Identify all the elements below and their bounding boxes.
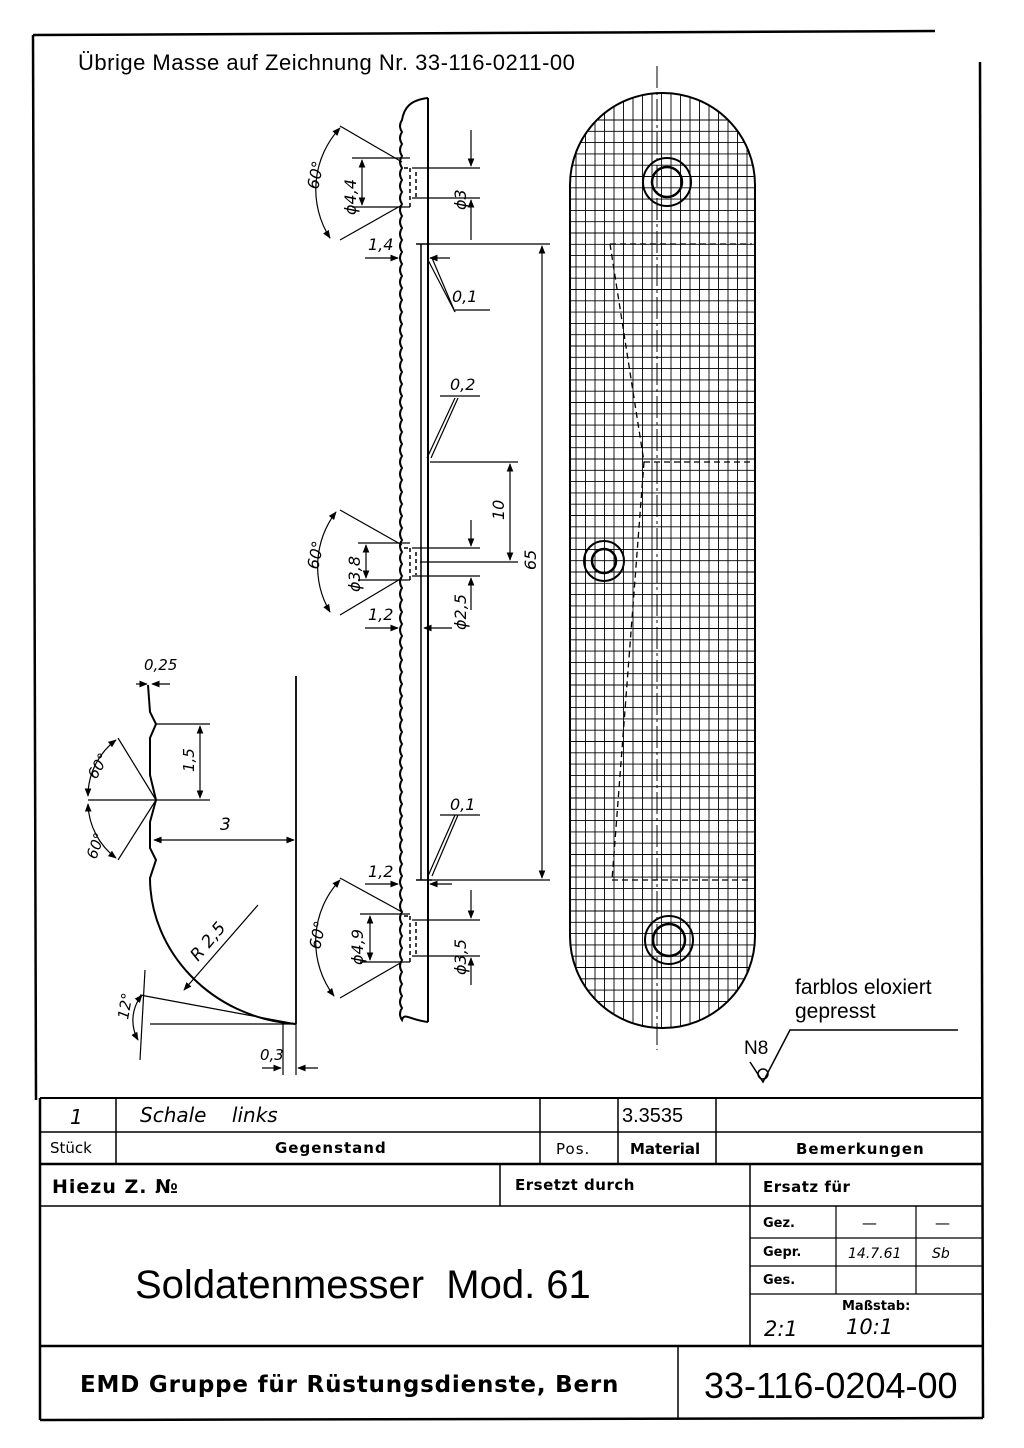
company-name: EMD Gruppe für Rüstungsdienste, Bern [80, 1372, 619, 1398]
dim-bot-hole-outer: ϕ4,9 [348, 929, 367, 965]
side-profile-view: 60° ϕ4,4 ϕ3 1,4 0,1 0,2 10 65 [303, 97, 550, 1023]
surface-finish-note: farblos eloxiert gepresst N8 [744, 976, 958, 1084]
gepr-date: 14.7.61 [848, 1246, 901, 1262]
head-qty: Stück [50, 1139, 92, 1157]
parts-list: 1 Schale links 3.3535 Stück Gegenstand P… [38, 1097, 983, 1420]
ersetzt-label: Ersetzt durch [515, 1176, 635, 1194]
dim-top-hole-inner: ϕ3 [451, 189, 470, 210]
head-material: Material [630, 1140, 700, 1158]
dim-mid-hole-outer: ϕ3,8 [345, 556, 364, 592]
gez-value-2: — [935, 1214, 950, 1232]
massstab-label: Maßstab: [842, 1299, 910, 1314]
dim-offset-top: 1,4 [368, 235, 393, 254]
knurl-grid [570, 93, 755, 1028]
dim-detail-60a: 60° [84, 750, 113, 782]
scale-a: 2:1 [764, 1317, 798, 1341]
dim-detail-r25: R 2,5 [187, 918, 231, 965]
dim-len-10: 10 [489, 500, 508, 520]
dim-offset-mid: 1,2 [368, 605, 393, 624]
scale-b: 10:1 [846, 1315, 893, 1339]
dim-angle-mid: 60° [303, 539, 327, 571]
ges-label: Ges. [763, 1273, 795, 1288]
dim-len-65: 65 [521, 550, 540, 570]
hiezu-label: Hiezu Z. № [52, 1176, 179, 1198]
surface-line2: gepresst [795, 1000, 876, 1023]
header-note: Übrige Masse auf Zeichnung Nr. 33-116-02… [78, 50, 575, 75]
parts-item: Schale links [140, 1103, 278, 1127]
head-pos: Pos. [556, 1140, 590, 1158]
dim-detail-03: 0,3 [260, 1046, 284, 1064]
dim-detail-12: 12° [114, 991, 136, 1020]
parts-material: 3.3535 [622, 1105, 683, 1127]
dim-t2: 0,2 [450, 375, 475, 394]
head-item: Gegenstand [275, 1139, 387, 1157]
dim-detail-025: 0,25 [144, 656, 177, 674]
surface-symbol: N8 [744, 1038, 768, 1059]
title-block: Hiezu Z. № Ersetzt durch Ersatz für Sold… [40, 1164, 983, 1420]
drawing-frame [31, 29, 985, 1422]
dim-angle-top: 60° [303, 159, 327, 191]
gez-value-1: — [862, 1214, 877, 1232]
dim-t1: 0,1 [452, 287, 477, 306]
dim-mid-hole-inner: ϕ2,5 [451, 594, 470, 630]
dim-detail-15: 1,5 [180, 748, 198, 772]
dim-t3: 0,1 [450, 795, 475, 814]
gepr-label: Gepr. [763, 1245, 801, 1260]
section-detail: 0,25 1,5 60° 60° 3 R 2,5 12° 0,3 [83, 656, 318, 1075]
ersatz-label: Ersatz für [763, 1178, 851, 1196]
dim-angle-bot: 60° [305, 919, 329, 951]
gez-label: Gez. [763, 1216, 795, 1231]
dim-top-hole-outer: ϕ4,4 [341, 179, 360, 215]
drawing-number: 33-116-0204-00 [704, 1365, 958, 1406]
head-remarks: Bemerkungen [796, 1140, 925, 1158]
gepr-sign: Sb [932, 1246, 950, 1262]
surface-line1: farblos eloxiert [795, 976, 932, 999]
parts-qty: 1 [70, 1105, 83, 1129]
dim-offset-bottom: 1,2 [368, 862, 393, 881]
front-view [569, 66, 756, 1050]
drawing-title: Soldatenmesser Mod. 61 [135, 1263, 591, 1307]
dim-detail-3: 3 [220, 815, 231, 835]
dim-detail-60b: 60° [83, 830, 109, 861]
dim-bot-hole-inner: ϕ3,5 [451, 939, 470, 975]
